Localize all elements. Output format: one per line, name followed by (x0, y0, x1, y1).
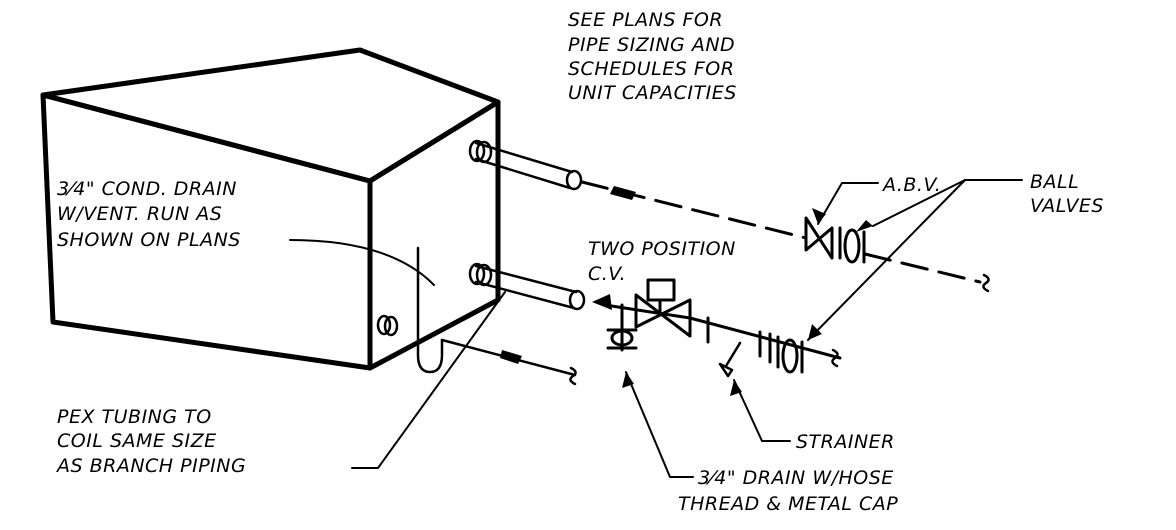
note-see-plans: SEE PLANS FOR PIPE SIZING AND SCHEDULES … (568, 9, 737, 104)
pipe-union-icon (706, 316, 772, 364)
note-line: 3⁄4" COND. DRAIN (57, 178, 237, 200)
note-line: AS BRANCH PIPING (55, 455, 246, 477)
upper-pex-tube (468, 139, 583, 191)
arrowhead-ball-upper (856, 220, 873, 232)
note-line: SCHEDULES FOR (568, 58, 734, 80)
label-line: TWO POSITION (588, 238, 736, 260)
flow-arrow-drain (500, 350, 522, 364)
label-two-position-cv: TWO POSITION C.V. (588, 238, 736, 285)
lower-pex-tube (468, 262, 586, 311)
arrowhead-drain (622, 372, 634, 388)
label-abv: A.B.V. (881, 174, 941, 196)
label-line: VALVES (1030, 195, 1104, 217)
note-line: PIPE SIZING AND (568, 34, 735, 56)
label-line: C.V. (588, 263, 626, 285)
note-line: COIL SAME SIZE (57, 430, 217, 452)
two-position-control-valve-icon (634, 278, 692, 338)
return-line (592, 294, 842, 368)
label-line: BALL (1030, 171, 1079, 193)
condensate-drain-trap (376, 246, 577, 386)
note-line: PEX TUBING TO (57, 406, 212, 428)
flow-arrow-supply (610, 186, 636, 200)
note-line: SHOWN ON PLANS (57, 229, 241, 251)
arrowhead-ball-lower (808, 324, 822, 340)
leader-lines (289, 179, 1023, 478)
hose-drain-valve-icon (606, 303, 638, 352)
abv-valve-icon (804, 216, 834, 260)
ball-valve-upper-icon (838, 226, 866, 264)
label-strainer: STRAINER (796, 431, 895, 453)
label-ball-valves: BALL VALVES (1030, 171, 1104, 217)
note-line: W/VENT. RUN AS (57, 203, 222, 225)
note-pex-tubing: PEX TUBING TO COIL SAME SIZE AS BRANCH P… (55, 406, 246, 477)
arrowhead-strainer (730, 380, 742, 396)
note-cond-drain: 3⁄4" COND. DRAIN W/VENT. RUN AS SHOWN ON… (57, 178, 241, 251)
supply-line-dashed (580, 180, 990, 293)
flow-arrow-return (592, 294, 612, 310)
note-line: UNIT CAPACITIES (568, 82, 737, 104)
note-line: 3⁄4" DRAIN W/HOSE (698, 467, 894, 489)
ball-valve-lower-icon (776, 335, 804, 374)
strainer-icon (718, 341, 742, 378)
note-line: THREAD & METAL CAP (678, 493, 898, 515)
note-drain-cap: 3⁄4" DRAIN W/HOSE THREAD & METAL CAP (678, 467, 898, 515)
note-line: SEE PLANS FOR (568, 9, 723, 31)
arrowhead-abv (812, 208, 826, 224)
